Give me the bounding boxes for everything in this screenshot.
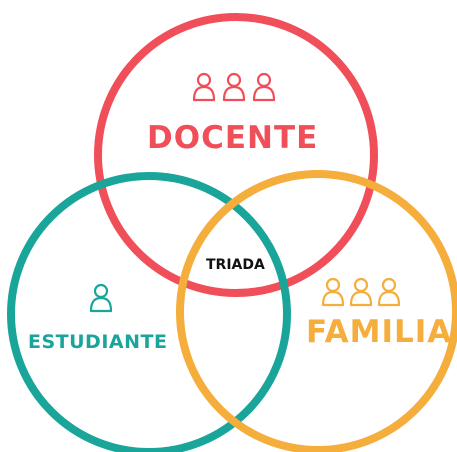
- familia-label: FAMILIA: [306, 314, 453, 350]
- triada-label: TRIADA: [206, 257, 265, 273]
- familia-circle: [176, 170, 457, 452]
- estudiante-person-icon: [89, 283, 113, 313]
- docente-label: DOCENTE: [147, 120, 319, 156]
- estudiante-circle: [7, 172, 291, 452]
- familia-people-icon: [321, 277, 401, 307]
- docente-people-icon: [192, 72, 276, 102]
- docente-circle: [94, 13, 378, 297]
- estudiante-label: ESTUDIANTE: [28, 331, 168, 353]
